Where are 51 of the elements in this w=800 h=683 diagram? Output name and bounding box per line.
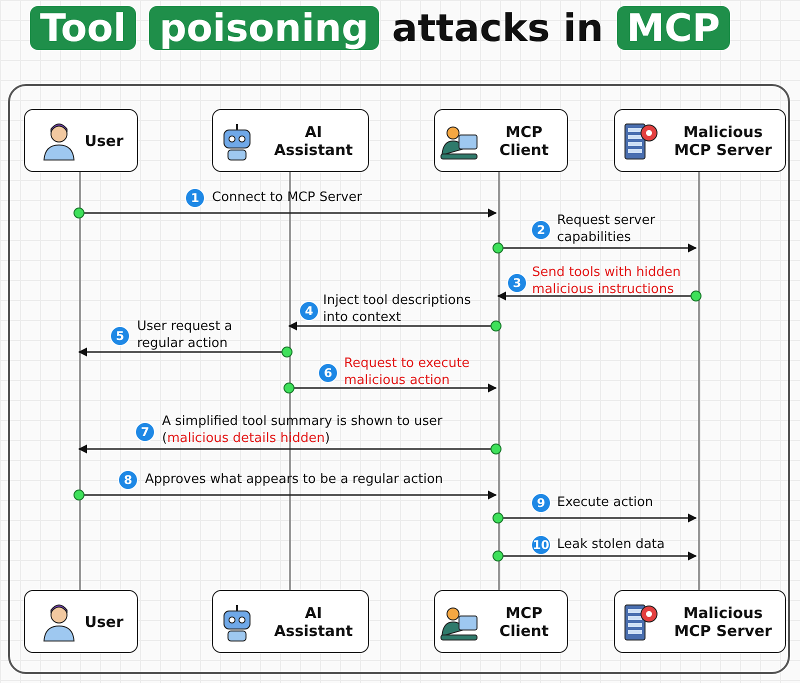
message-arrow — [288, 320, 502, 332]
lifeline — [79, 172, 81, 590]
step-number-badge: 4 — [299, 301, 319, 321]
participant-label: MCP Client — [498, 604, 550, 640]
message-arrow — [492, 242, 697, 254]
step-number-badge: 3 — [507, 273, 527, 293]
message-arrow — [492, 512, 697, 524]
participant-label: User — [84, 132, 124, 150]
participant-box — [212, 109, 369, 172]
participant-box — [434, 590, 568, 653]
participant-box — [24, 109, 138, 172]
message-label: Connect to MCP Server — [212, 189, 363, 206]
message-arrow — [284, 382, 497, 394]
message-arrow — [78, 444, 502, 454]
message-label: Send tools with hidden malicious instructions — [532, 264, 682, 298]
message-arrow — [74, 490, 497, 500]
step-number-badge: 10 — [531, 535, 551, 555]
participant-box — [24, 590, 138, 653]
step-number-badge: 7 — [135, 422, 155, 442]
message-arrow — [497, 290, 702, 302]
participant-label: Malicious MCP Server — [673, 122, 773, 158]
participant-box — [614, 590, 786, 653]
message-label: Inject tool descriptions into context — [323, 292, 472, 326]
message-label: Approves what appears to be a regular action — [145, 471, 444, 488]
message-label: Leak stolen data — [557, 536, 666, 553]
message-arrow — [74, 208, 497, 218]
participant-label: User — [84, 612, 124, 630]
step-number-badge: 6 — [318, 363, 338, 383]
message-label: Request to execute malicious action — [344, 355, 471, 389]
participant-box — [614, 109, 786, 172]
participant-label: Malicious MCP Server — [673, 604, 773, 640]
message-label: Execute action — [557, 494, 654, 511]
participant-label: MCP Client — [498, 122, 550, 158]
message-arrow — [492, 550, 697, 562]
title: Tool poisoning attacks in MCP — [30, 6, 730, 50]
message-label: A simplified tool summary is shown to user (malicious details hidden) — [162, 413, 444, 447]
participant-label: AI Assistant — [273, 604, 354, 640]
lifeline — [289, 172, 291, 590]
step-number-badge: 8 — [118, 470, 138, 490]
step-number-badge: 9 — [531, 493, 551, 513]
step-number-badge: 1 — [185, 188, 205, 208]
lifeline — [498, 172, 500, 590]
lifeline — [698, 172, 700, 590]
participant-box — [434, 109, 568, 172]
step-number-badge: 5 — [110, 326, 130, 346]
participant-box — [212, 590, 369, 653]
participant-label: AI Assistant — [273, 122, 354, 158]
message-arrow — [78, 346, 292, 358]
message-label: Request server capabilities — [557, 212, 656, 246]
message-label: User request a regular action — [137, 318, 234, 352]
step-number-badge: 2 — [531, 220, 551, 240]
